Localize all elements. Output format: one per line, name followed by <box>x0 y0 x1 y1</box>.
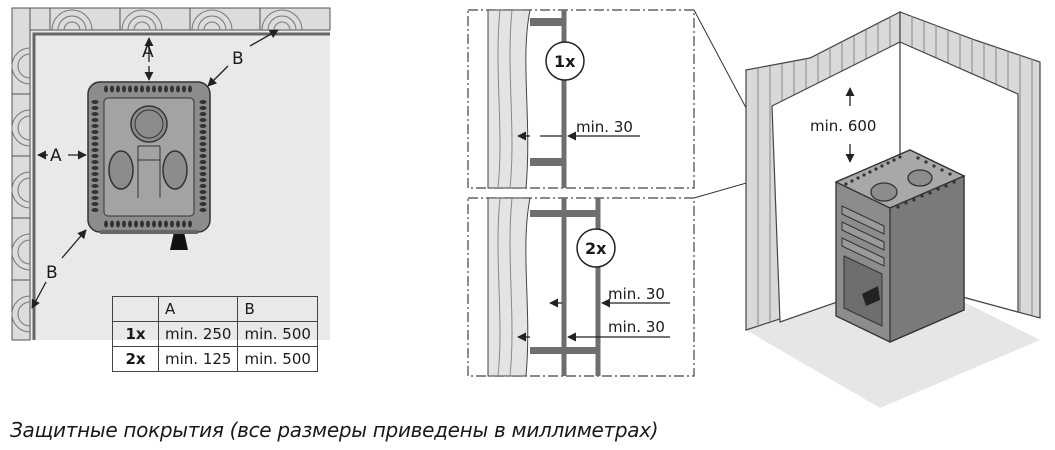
top-wall <box>11 7 331 31</box>
iso-view: min. 600 <box>745 11 1041 408</box>
table-row: 2x min. 125 min. 500 <box>112 346 318 372</box>
table-cell: min. 125 <box>157 346 239 372</box>
table-cell: min. 250 <box>157 321 239 347</box>
ceiling-label: min. 600 <box>810 117 876 135</box>
table-header-cell: B <box>237 296 318 322</box>
table-header-cell <box>112 296 159 322</box>
clearance-table: A B 1x min. 250 min. 500 2x min. 125 min… <box>112 296 318 372</box>
gap-label-2x-outer: min. 30 <box>608 285 665 303</box>
table-row-label: 2x <box>112 346 159 372</box>
table-header-cell: A <box>157 296 239 322</box>
table-row: 1x min. 250 min. 500 <box>112 321 318 347</box>
label-a-left: A <box>50 146 62 166</box>
table-row-label: 1x <box>112 321 159 347</box>
protective-cover <box>32 32 330 340</box>
detail-2x: 2x min. 30 min. 30 <box>467 197 695 377</box>
label-a-top: A <box>142 42 154 62</box>
label-b-left: B <box>46 263 58 283</box>
dimension-arrows-top-view <box>31 29 279 309</box>
table-cell: min. 500 <box>237 321 318 347</box>
badge-2x: 2x <box>585 239 607 258</box>
stove-iso <box>834 149 966 343</box>
label-b-top: B <box>232 49 244 69</box>
detail-1x: 1x min. 30 <box>467 9 695 189</box>
stove-top-view <box>87 81 211 250</box>
gap-label-1x: min. 30 <box>576 118 633 136</box>
left-wall <box>11 7 31 341</box>
badge-1x: 1x <box>554 52 576 71</box>
figure-caption: Защитные покрытия (все размеры приведены… <box>10 418 659 442</box>
top-view: A A B B <box>11 7 331 341</box>
table-cell: min. 500 <box>237 346 318 372</box>
table-header-row: A B <box>112 296 318 322</box>
gap-label-2x-inner: min. 30 <box>608 318 665 336</box>
